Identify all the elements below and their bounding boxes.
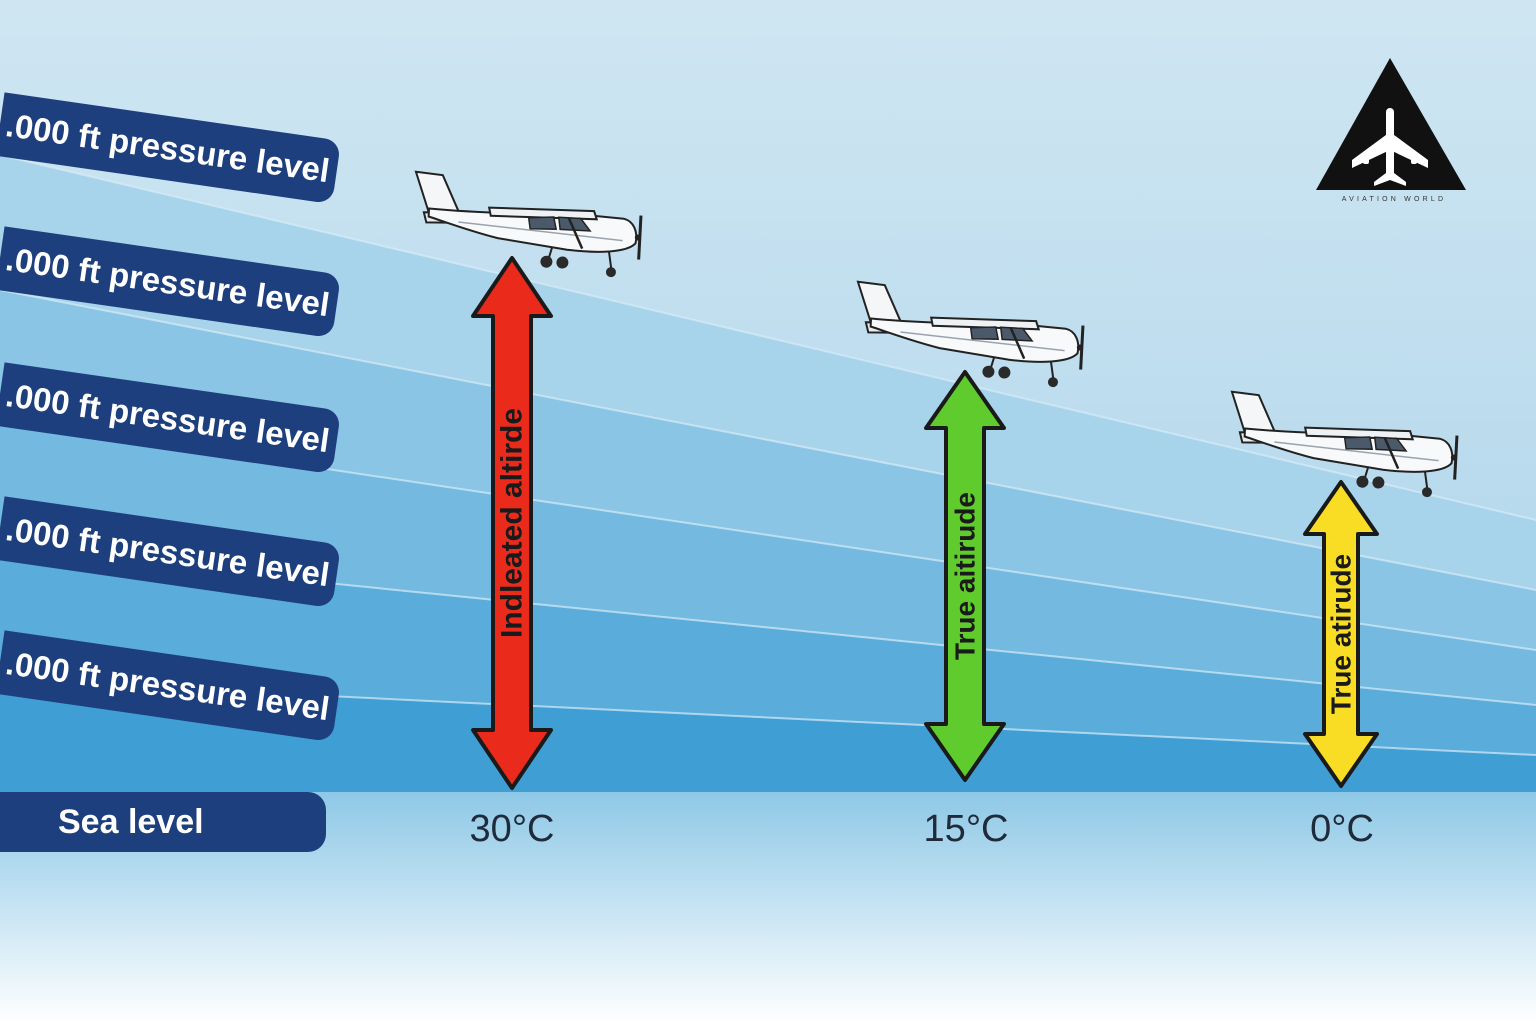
aviation-world-logo [1316,58,1466,190]
temperature-label: 30°C [469,808,555,850]
altitude-arrow-1 [471,256,553,790]
temperature-label: 15°C [923,808,1009,850]
temperature-label: 0°C [1310,808,1374,850]
sea-level-label: Sea level [0,792,326,852]
altitude-arrow-label: Indleated altirde [496,408,529,638]
altitude-arrow-3 [1303,480,1379,788]
altitude-arrow-label: True aitirude [950,492,981,660]
logo-text: AVIATION WORLD [1341,196,1447,203]
pressure-band-5 [0,680,1536,792]
altitude-arrow-label: True atirude [1326,554,1357,714]
altitude-arrow-2 [924,370,1006,782]
